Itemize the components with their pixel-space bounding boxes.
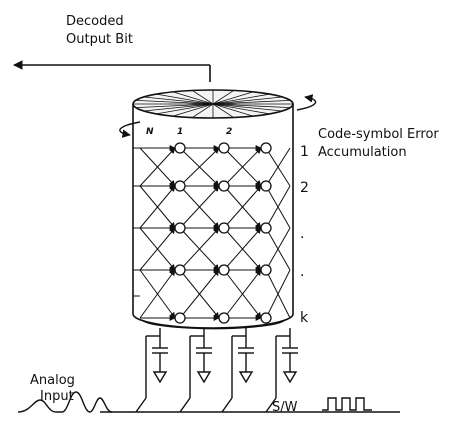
capacitor-taps — [145, 328, 298, 398]
rotation-arrows — [119, 94, 317, 138]
spoke-line — [212, 96, 283, 105]
sampling-switches — [135, 397, 277, 413]
column-label-2: 2 — [226, 127, 232, 137]
trellis-node — [260, 142, 272, 154]
trellis-branch — [179, 185, 220, 229]
spoke-line — [212, 93, 270, 105]
trellis-branch — [265, 227, 291, 271]
spoke-line — [212, 103, 291, 109]
spoke-line — [212, 90, 234, 105]
trellis-node — [174, 180, 186, 192]
trellis-branch — [139, 227, 176, 271]
switch-blade — [265, 397, 277, 413]
row-label-dot1: . — [300, 226, 304, 242]
error-label-line1: Code-symbol Error — [318, 127, 439, 142]
trellis-branch — [139, 269, 176, 319]
clock-waveform — [322, 397, 372, 411]
trellis-branch — [139, 147, 176, 187]
switch-blade — [221, 397, 233, 413]
spoke-line — [135, 99, 214, 105]
row-label-dot2: . — [300, 264, 304, 280]
trellis-branch — [223, 269, 262, 319]
spoke-line — [192, 90, 214, 105]
ground-icon — [152, 371, 168, 384]
spoke-line — [192, 103, 214, 118]
row-label-1: 1 — [300, 144, 309, 160]
trellis-branch — [265, 147, 291, 187]
spoke-line — [135, 103, 214, 109]
trellis-branch — [265, 269, 291, 319]
analog-waveform — [17, 391, 113, 413]
switch-blade — [179, 397, 191, 413]
trellis-nodes — [174, 142, 272, 324]
trellis-branch — [179, 227, 220, 271]
spoke-line — [143, 96, 214, 105]
trellis-node — [218, 264, 230, 276]
spoke-line — [212, 103, 270, 115]
trellis-node — [174, 222, 186, 234]
trellis-branch — [265, 185, 291, 229]
trellis-branch — [179, 269, 220, 319]
trellis-branch — [139, 185, 176, 229]
trellis-branch — [223, 185, 262, 229]
spoke-line — [212, 99, 291, 105]
ground-icon — [282, 371, 298, 384]
row-label-2: 2 — [300, 180, 309, 196]
switch-blade — [135, 397, 147, 413]
top-spokes — [133, 90, 293, 118]
spoke-line — [212, 103, 254, 117]
spoke-line — [156, 93, 214, 105]
spoke-line — [172, 91, 214, 105]
trellis-node — [260, 180, 272, 192]
trellis-node — [218, 222, 230, 234]
spoke-line — [172, 103, 214, 117]
trellis-node — [260, 222, 272, 234]
spoke-line — [212, 91, 254, 105]
spoke-line — [156, 103, 214, 115]
analog-label-line2: Input — [40, 389, 74, 404]
spoke-line — [143, 103, 214, 112]
trellis-node — [260, 264, 272, 276]
decoded-label-line1: Decoded — [66, 14, 124, 29]
ground-icon — [196, 371, 212, 384]
trellis-branch — [179, 147, 220, 187]
column-label-n: N — [146, 127, 154, 137]
trellis-node — [218, 142, 230, 154]
decoded-label-line2: Output Bit — [66, 32, 133, 47]
trellis-node — [174, 142, 186, 154]
row-label-k: k — [300, 310, 309, 326]
trellis-node — [174, 312, 186, 324]
switch-label: S/W — [272, 400, 298, 415]
trellis-lattice — [133, 145, 291, 321]
trellis-branch — [223, 147, 262, 187]
trellis-branch — [223, 227, 262, 271]
trellis-node — [218, 312, 230, 324]
error-label-line2: Accumulation — [318, 145, 407, 160]
trellis-node — [260, 312, 272, 324]
column-label-1: 1 — [177, 127, 183, 137]
trellis-node — [218, 180, 230, 192]
trellis-node — [174, 264, 186, 276]
output-arrow — [13, 60, 211, 82]
spoke-line — [212, 103, 283, 112]
analog-label-line1: Analog — [30, 373, 75, 388]
ground-icon — [238, 371, 254, 384]
spoke-line — [212, 103, 234, 118]
